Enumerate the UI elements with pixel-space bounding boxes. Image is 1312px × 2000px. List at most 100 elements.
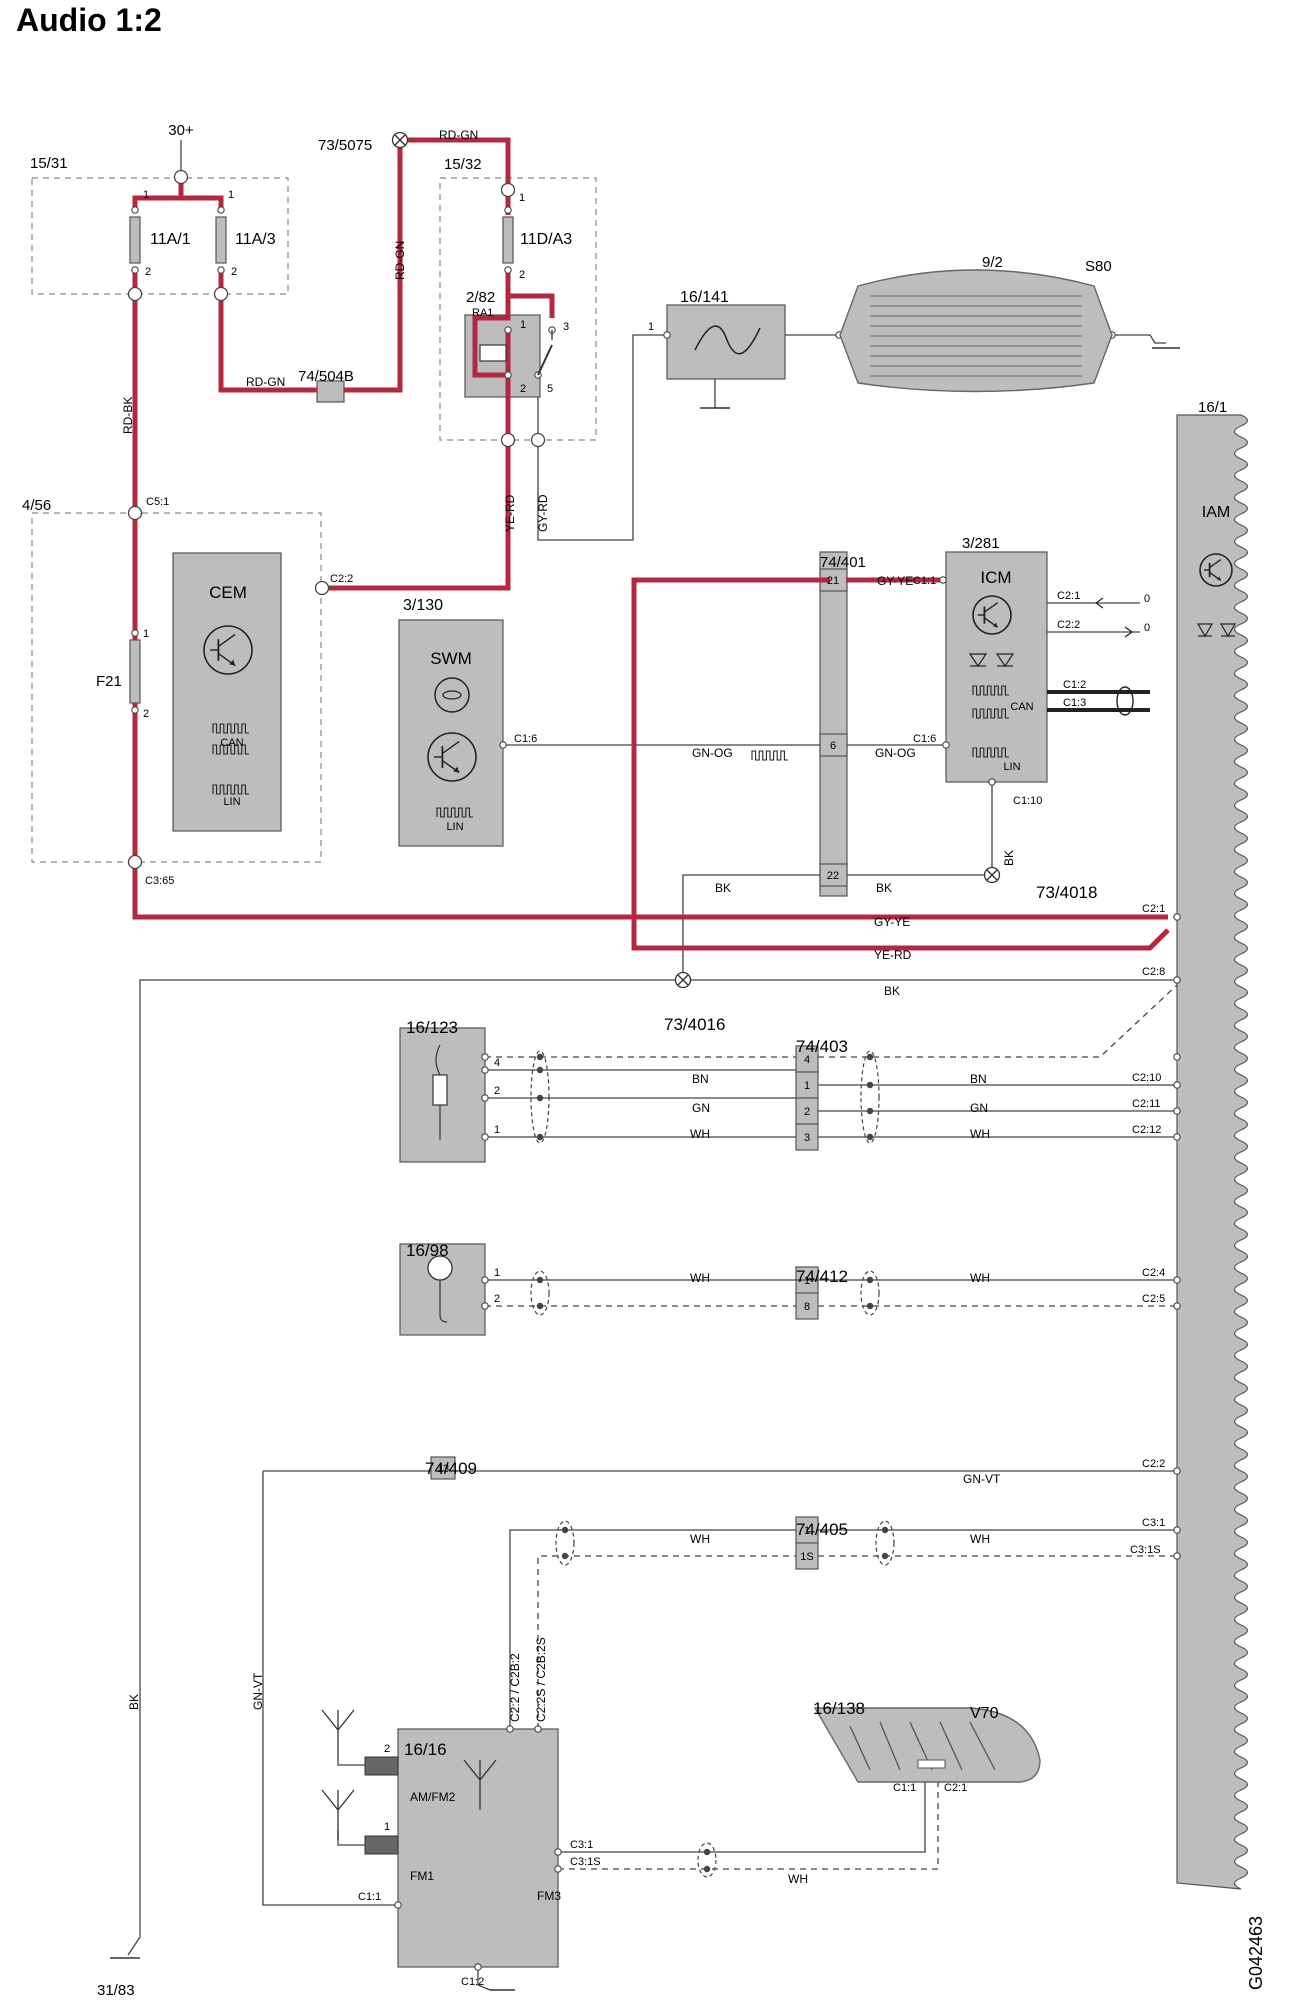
power-rd-gn-low bbox=[218, 270, 317, 393]
pin-point bbox=[554, 1848, 562, 1856]
pin-point bbox=[663, 331, 671, 339]
pin-point bbox=[1173, 1053, 1181, 1061]
pin-label: 1 bbox=[228, 189, 234, 201]
connector-pin-label: 1 bbox=[804, 1275, 810, 1287]
pin-label: 1 bbox=[648, 321, 654, 333]
antenna-icon-internal bbox=[463, 1759, 497, 1810]
label: 11A/3 bbox=[235, 231, 276, 248]
pin-label: C2:5 bbox=[1142, 1293, 1165, 1305]
splice bbox=[866, 1133, 874, 1141]
wire-speaker-gnd bbox=[1112, 334, 1166, 344]
can-pulse-icon bbox=[212, 723, 249, 734]
label: 74/403 bbox=[796, 1037, 848, 1056]
node-c3-65 bbox=[127, 854, 143, 870]
label: LIN bbox=[223, 796, 240, 808]
pin-point bbox=[1173, 1526, 1181, 1534]
connector-pin-label: 8 bbox=[804, 1301, 810, 1313]
pin-label: C1:6 bbox=[514, 733, 537, 745]
diode-icon bbox=[995, 653, 1015, 668]
wire-ant-gnd bbox=[477, 1967, 491, 1991]
label: YE-RD bbox=[874, 948, 912, 962]
pin-label: 0 bbox=[1144, 622, 1150, 634]
pin-point bbox=[504, 371, 512, 379]
antenna-16-16-box bbox=[397, 1728, 559, 1968]
pin-label: C2:8 bbox=[1142, 966, 1165, 978]
label: CEM bbox=[209, 583, 247, 602]
pin-label: C2:2 bbox=[1057, 619, 1080, 631]
connector-pin-label: 13 bbox=[437, 1463, 449, 1475]
pin-label: C3:1 bbox=[570, 1839, 593, 1851]
label: 16/16 bbox=[404, 1740, 447, 1759]
connector-pin-label: 3 bbox=[804, 1132, 810, 1144]
pin-label: 1 bbox=[494, 1124, 500, 1136]
label: YE-RD bbox=[503, 494, 517, 532]
antenna-line bbox=[969, 1721, 996, 1771]
label: 16/1 bbox=[1198, 399, 1227, 416]
label: GN-VT bbox=[963, 1472, 1001, 1486]
pin-point bbox=[1173, 1276, 1181, 1284]
splice bbox=[536, 1302, 544, 1310]
can-pulse-icon bbox=[212, 744, 249, 755]
splice bbox=[703, 1865, 711, 1873]
component-boxes bbox=[31, 177, 1249, 1968]
icm-box bbox=[945, 551, 1048, 783]
pin-label: C1:1 bbox=[358, 1891, 381, 1903]
ground-icon-73-4016 bbox=[674, 971, 692, 989]
connector-pin-label: 6 bbox=[830, 740, 836, 752]
splice bbox=[536, 1133, 544, 1141]
transistor-collector bbox=[441, 740, 460, 754]
antenna-connector bbox=[364, 1835, 399, 1855]
splice bbox=[866, 1276, 874, 1284]
pin-label: C2:1 bbox=[1142, 903, 1165, 915]
label: WH bbox=[690, 1127, 710, 1141]
pin-label: C2:10 bbox=[1132, 1072, 1161, 1084]
pin-point bbox=[131, 706, 139, 714]
pin-label: 1 bbox=[520, 319, 526, 331]
diode-icon bbox=[1219, 623, 1237, 638]
shield-oval bbox=[875, 1520, 895, 1566]
label: F21 bbox=[96, 673, 122, 690]
pin-label: 2 bbox=[145, 266, 151, 278]
label: RD-GN bbox=[393, 241, 407, 280]
splice bbox=[561, 1552, 569, 1560]
pin-label: C1:10 bbox=[1013, 795, 1042, 807]
label: BK bbox=[715, 881, 731, 895]
pin-point bbox=[504, 206, 512, 214]
label: 11D/A3 bbox=[520, 231, 572, 248]
label: C2:2S / C2B:2S bbox=[534, 1637, 548, 1722]
pin-point bbox=[481, 1276, 489, 1284]
shield-403-right bbox=[818, 984, 1178, 1058]
connector-pin bbox=[430, 1456, 456, 1480]
connector-pin-label: 22 bbox=[827, 870, 839, 882]
pin-label: 2 bbox=[231, 266, 237, 278]
label: BK bbox=[1002, 850, 1016, 866]
label: GN-OG bbox=[692, 746, 733, 760]
steering-switch-icon bbox=[442, 690, 462, 700]
label: S80 bbox=[1085, 258, 1112, 275]
label: IAM bbox=[1202, 504, 1230, 521]
pin-label: C1:2 bbox=[1063, 679, 1086, 691]
pin-label: 2 bbox=[494, 1293, 500, 1305]
wire-bk-74-4016 bbox=[682, 874, 820, 980]
cem-frame bbox=[31, 512, 322, 863]
node-30 bbox=[173, 169, 189, 185]
diode-icon bbox=[968, 653, 988, 668]
antenna-connector bbox=[364, 1756, 399, 1776]
label: GN bbox=[970, 1101, 988, 1115]
pin-point bbox=[481, 1066, 489, 1074]
label: RD-GN bbox=[439, 128, 478, 142]
steering-switch-icon bbox=[434, 677, 470, 713]
relay-coil-icon bbox=[479, 344, 507, 362]
pin-label: 2 bbox=[519, 269, 525, 281]
arrow-right-icon bbox=[1124, 626, 1134, 638]
pin-point bbox=[131, 206, 139, 214]
splice bbox=[866, 1081, 874, 1089]
transistor-icon-iam bbox=[1199, 553, 1233, 587]
label: RD-GN bbox=[246, 375, 285, 389]
node-c5-1 bbox=[127, 505, 143, 521]
pin-label: C5:1 bbox=[146, 496, 169, 508]
label: BK bbox=[127, 1694, 141, 1710]
connector-74-401 bbox=[819, 551, 848, 897]
node-relay-5 bbox=[530, 432, 546, 448]
pin-label: 1 bbox=[143, 628, 149, 640]
